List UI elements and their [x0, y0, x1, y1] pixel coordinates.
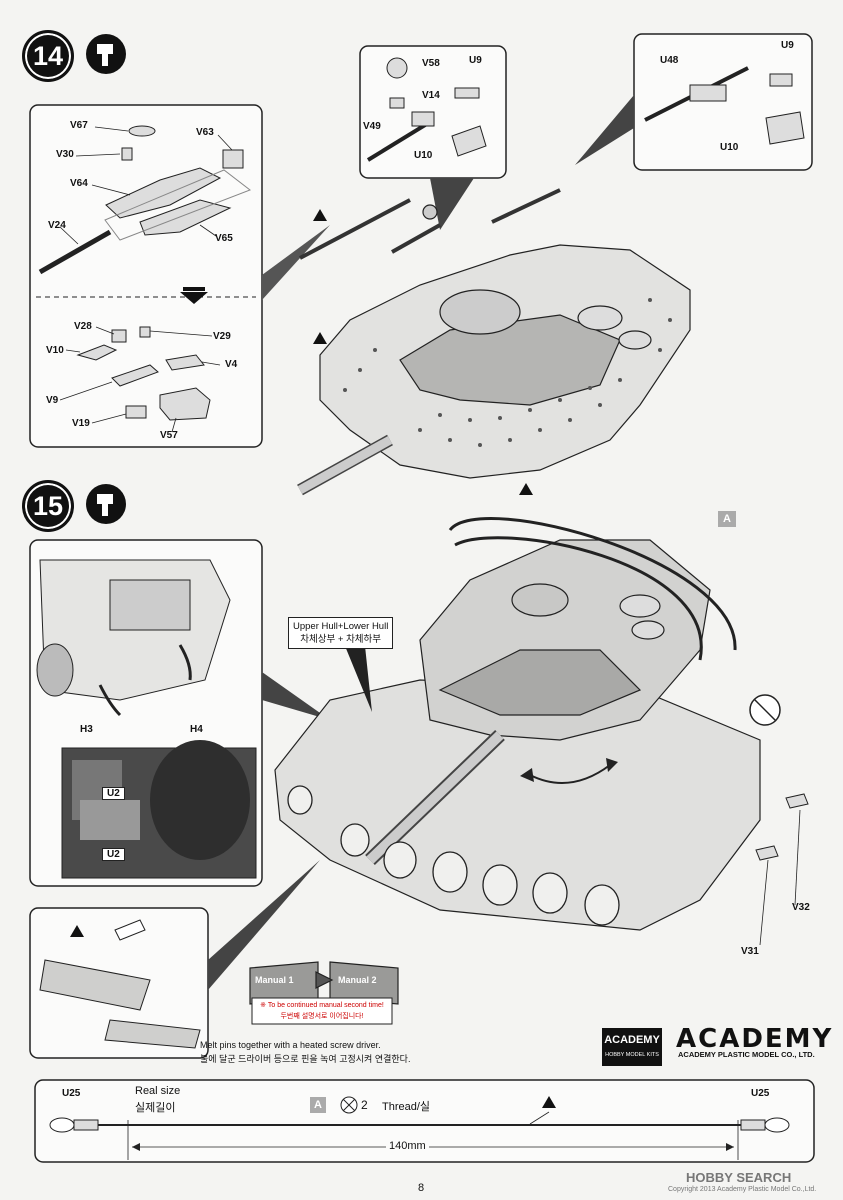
part-v31-label: V31: [741, 946, 759, 957]
manual-note-en: ※ To be continued manual second time!: [260, 1002, 384, 1009]
part-u2-top-label: U2: [102, 787, 125, 800]
thread-count: 2: [361, 1098, 368, 1112]
manual-note-kr: 두번째 설명서로 이어집니다!: [280, 1013, 364, 1020]
badge-triangle: [70, 925, 84, 937]
part-v63-label: V63: [196, 127, 214, 138]
academy-box-sub: HOBBY MODEL KITS: [605, 1052, 659, 1058]
part-v30-label: V30: [56, 149, 74, 160]
badge-triangle: [313, 332, 327, 344]
part-v28-label: V28: [74, 321, 92, 332]
academy-company: ACADEMY PLASTIC MODEL CO., LTD.: [678, 1050, 815, 1059]
part-u48-label: U48: [660, 55, 679, 66]
step-15-number: 15: [22, 480, 74, 532]
part-h3-label: H3: [80, 724, 93, 735]
page-number: 8: [418, 1182, 425, 1194]
manual-note: ※ To be continued manual second time! 두번…: [254, 1000, 390, 1022]
part-u10-label: U10: [414, 150, 433, 161]
part-v10-label: V10: [46, 345, 64, 356]
melt-note-en: Melt pins together with a heated screw d…: [200, 1040, 381, 1050]
part-v29-label: V29: [213, 331, 231, 342]
part-v64-label: V64: [70, 178, 88, 189]
badge-triangle: [519, 483, 533, 495]
step-14-number: 14: [22, 30, 74, 82]
academy-box-logo: ACADEMY HOBBY MODEL KITS: [602, 1028, 662, 1066]
manual-1-label: Manual 1: [255, 975, 294, 985]
academy-box-text: ACADEMY: [604, 1034, 660, 1046]
part-v14-label: V14: [422, 90, 440, 101]
marker-a-label: A: [718, 511, 736, 527]
cement-tool-icon: [86, 484, 126, 524]
part-v24-label: V24: [48, 220, 66, 231]
part-v9-label: V9: [46, 395, 59, 406]
badge-triangle: [542, 1096, 556, 1108]
real-size-label: Real size: [135, 1085, 181, 1097]
real-size-kr-label: 실제길이: [135, 1102, 176, 1114]
thread-label: Thread/실: [382, 1101, 431, 1113]
part-v58-label: V58: [422, 58, 440, 69]
part-u9-label: U9: [781, 40, 794, 51]
part-u9-label: U9: [469, 55, 482, 66]
part-v57-label: V57: [160, 430, 178, 441]
melt-note: Melt pins together with a heated screw d…: [200, 1038, 410, 1066]
thread-u25-right: U25: [751, 1088, 770, 1099]
part-v4-label: V4: [225, 359, 238, 370]
academy-logo: ACADEMY: [676, 1024, 834, 1054]
part-v67-label: V67: [70, 120, 88, 131]
hull-callout-en: Upper Hull+Lower Hull: [293, 621, 389, 632]
part-v49-label: V49: [363, 121, 381, 132]
melt-note-kr: 불에 달군 드라이버 등으로 핀을 녹여 고정시켜 연결한다.: [200, 1054, 411, 1064]
thread-u25-left: U25: [62, 1088, 81, 1099]
cement-tool-icon: [86, 34, 126, 74]
manual-2-label: Manual 2: [338, 975, 377, 985]
thread-marker-a: A: [310, 1097, 326, 1113]
part-h4-label: H4: [190, 724, 203, 735]
hull-callout: Upper Hull+Lower Hull 차체상부 + 차체하부: [288, 617, 394, 649]
part-v32-label: V32: [792, 902, 810, 913]
part-u10-label: U10: [720, 142, 739, 153]
part-v65-label: V65: [215, 233, 233, 244]
part-u2-bottom-label: U2: [102, 848, 125, 861]
hull-callout-kr: 차체상부 + 차체하부: [300, 634, 382, 645]
watermark: HOBBY SEARCH: [686, 1170, 792, 1185]
copyright: Copyright 2013 Academy Plastic Model Co.…: [668, 1186, 817, 1193]
badge-triangle: [313, 209, 327, 221]
part-v19-label: V19: [72, 418, 90, 429]
thread-length: 140mm: [386, 1140, 429, 1152]
